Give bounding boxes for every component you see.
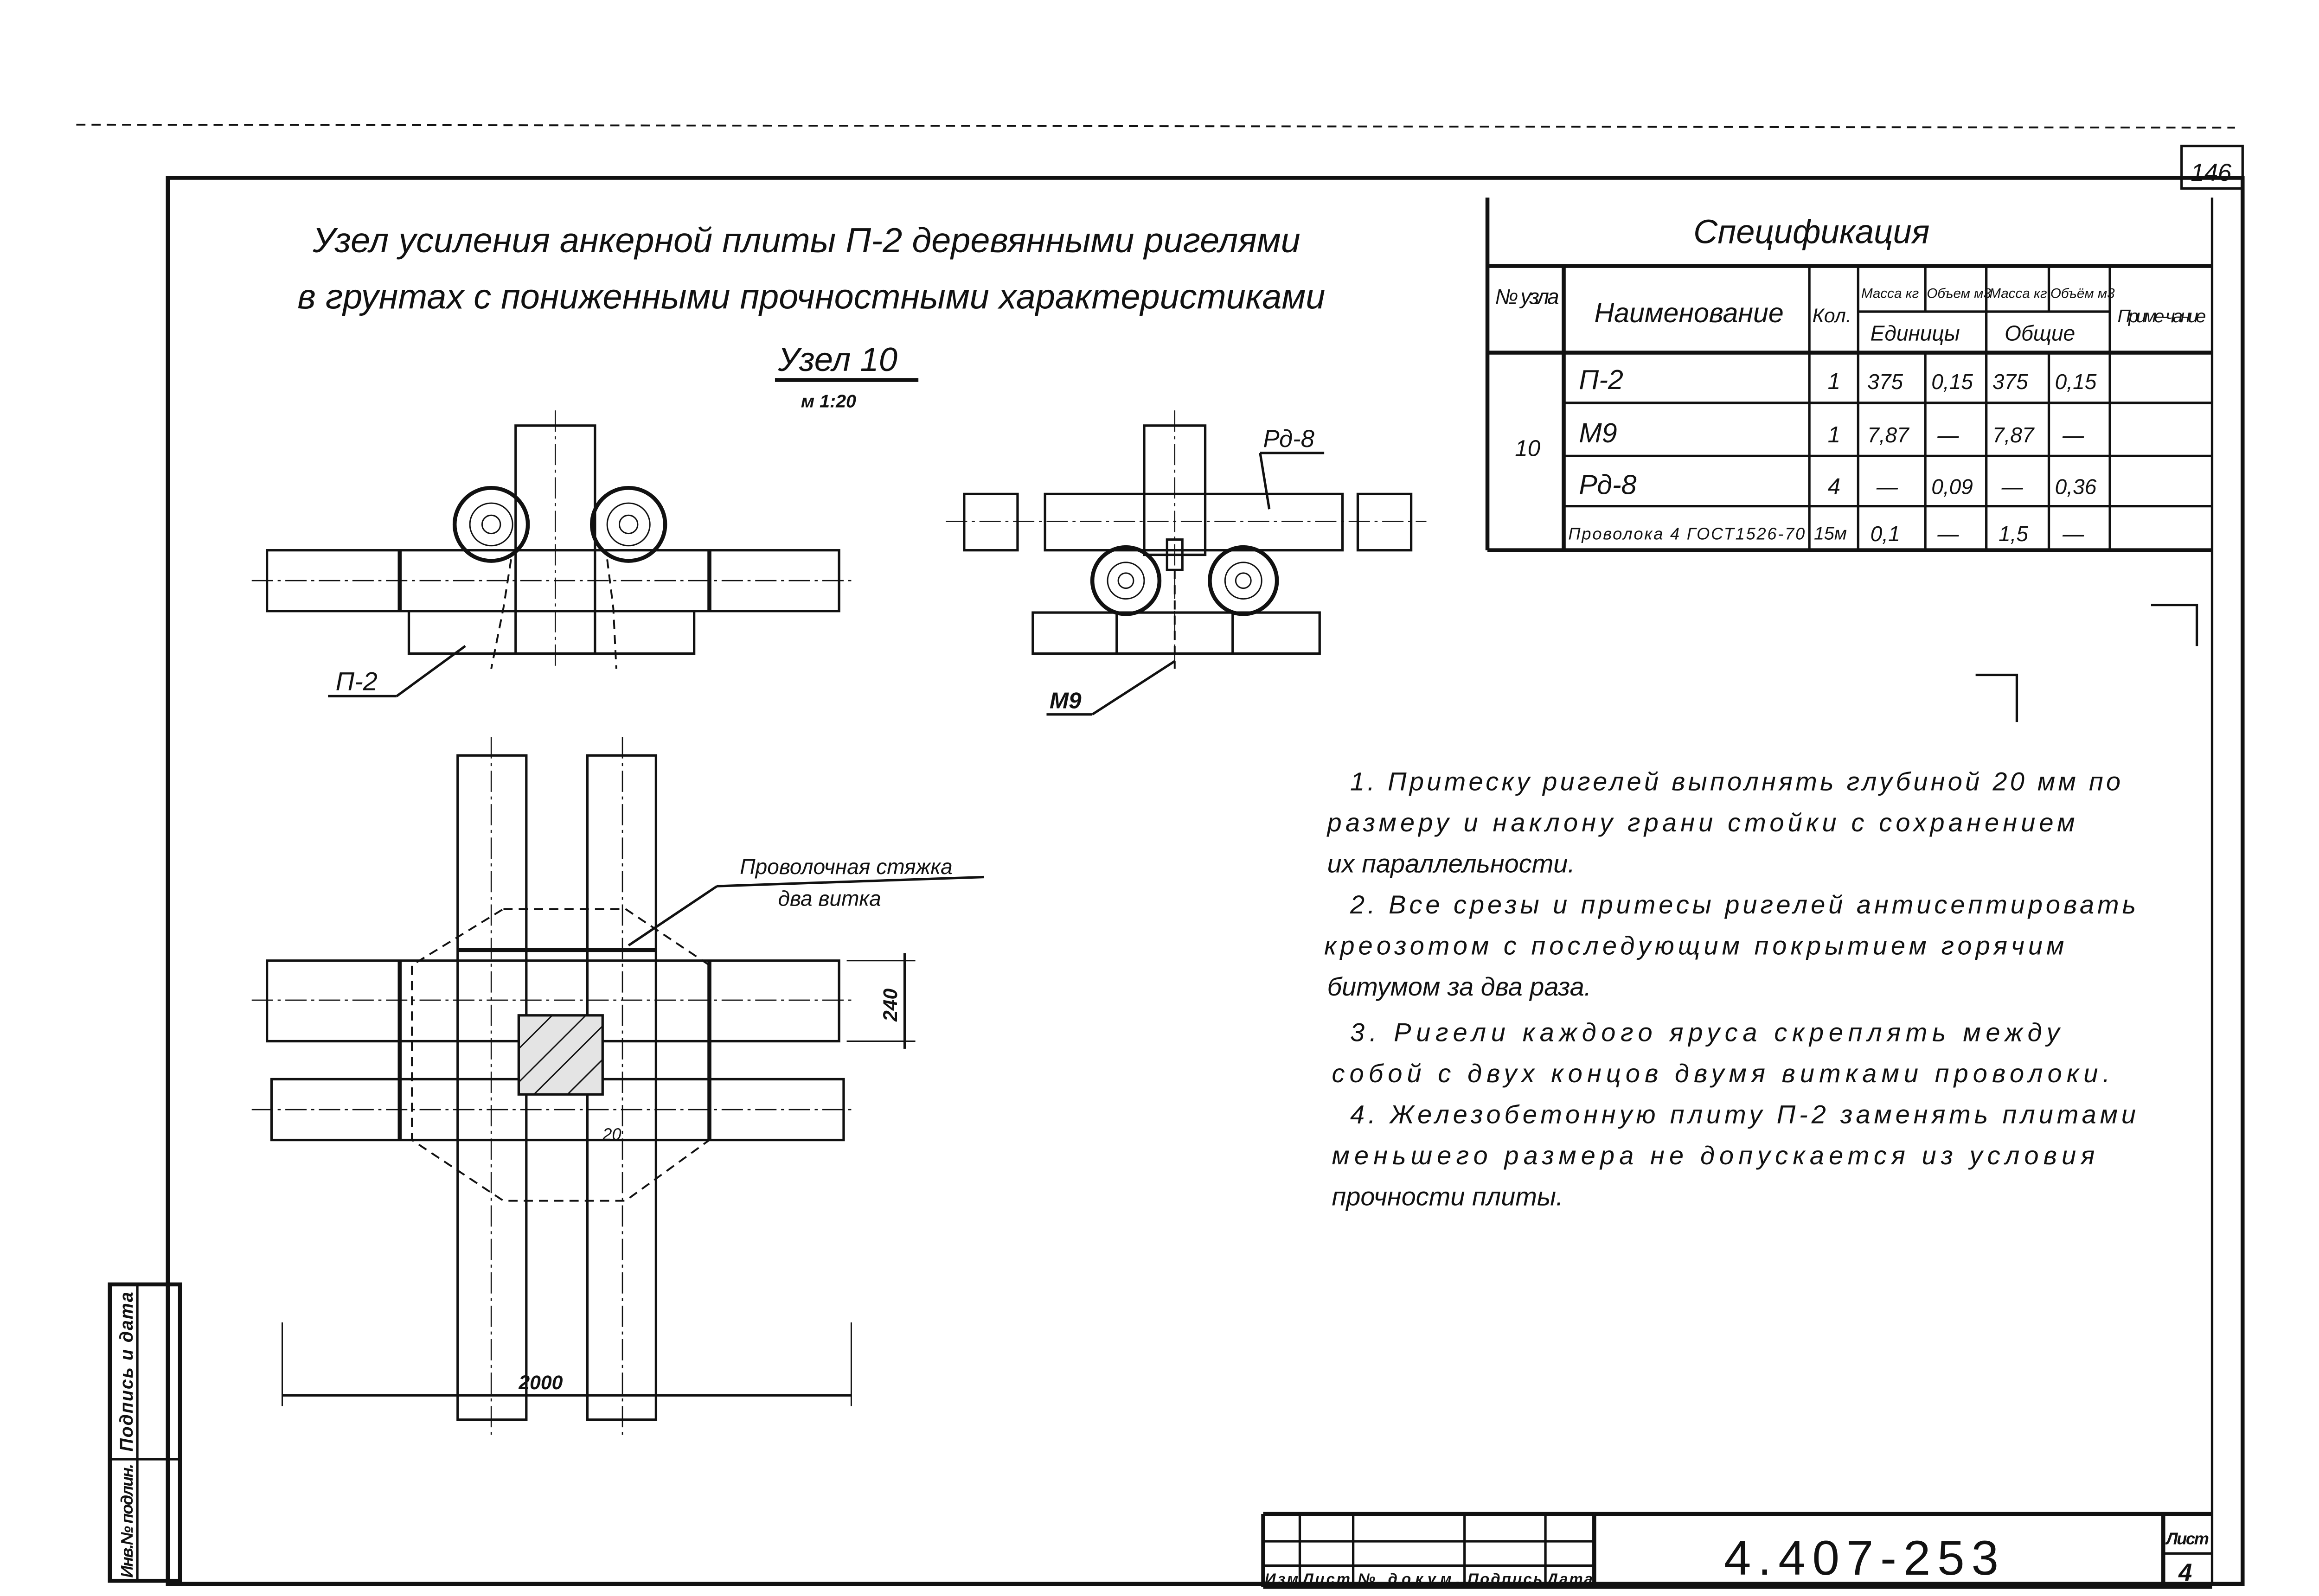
header-total-group: Общие bbox=[2005, 321, 2075, 345]
row-qty: 15м bbox=[1814, 523, 1847, 544]
title-line-1: Узел усиления анкерной плиты П-2 деревян… bbox=[312, 221, 1300, 260]
label-anchor-m9: М9 bbox=[1050, 688, 1082, 714]
sheet-number-box bbox=[2180, 145, 2244, 190]
dim-20: 20 bbox=[602, 1125, 621, 1144]
doc-number: 4.407-253 bbox=[1724, 1531, 1999, 1585]
row-qty: 1 bbox=[1828, 422, 1840, 447]
row-qty: 1 bbox=[1828, 369, 1840, 394]
note-line: креозотом с последующим покрытием горячи… bbox=[1324, 931, 2064, 960]
dim-240: 240 bbox=[879, 989, 902, 1022]
plan-view: Проволочная стяжка два витка 240 20 2000 bbox=[251, 737, 984, 1436]
note-line: размеру и наклону грани стойки с сохране… bbox=[1326, 808, 2075, 837]
row-mass-unit: 7,87 bbox=[1867, 423, 1909, 447]
row-mass-total: 1,5 bbox=[1999, 522, 2028, 546]
row-vol-unit: — bbox=[1937, 522, 1959, 546]
row-name: Рд-8 bbox=[1579, 469, 1636, 500]
note-line: прочности плиты. bbox=[1332, 1182, 1563, 1211]
sheet-label: Лист bbox=[2165, 1529, 2209, 1548]
row-qty: 4 bbox=[1828, 473, 1840, 499]
label-plate-p2: П-2 bbox=[336, 666, 378, 696]
header-vol-unit: Объем м3 bbox=[1927, 286, 1991, 301]
spec-row: Проволока 4 ГОСТ1526-70 15м 0,1 — 1,5 — bbox=[1568, 522, 2084, 546]
elevation-view-left: П-2 bbox=[251, 410, 855, 697]
node-label: Узел 10 bbox=[778, 341, 898, 378]
header-mass-unit: Масса кг bbox=[1861, 286, 1919, 301]
section-view-right: Рд-8 М9 bbox=[946, 410, 1427, 716]
header-name: Наименование bbox=[1594, 297, 1784, 328]
row-vol-total: — bbox=[2062, 522, 2084, 546]
node-scale: м 1:20 bbox=[801, 391, 856, 412]
header-qty: Кол. bbox=[1813, 305, 1851, 327]
tb-col-signature: Подпись bbox=[1467, 1570, 1542, 1587]
label-bolt-rd8: Рд-8 bbox=[1263, 425, 1314, 453]
row-vol-unit: 0,15 bbox=[1931, 370, 1973, 394]
row-mass-total: — bbox=[2001, 474, 2024, 498]
notes: 1. Притеску ригелей выполнять глубиной 2… bbox=[1324, 767, 2136, 1211]
header-mass-total: Масса кг bbox=[1989, 286, 2047, 301]
title-block: Изм Лист № докум. Подпись Дата 4.407-253… bbox=[1261, 1512, 2212, 1589]
tb-col-list: Лист bbox=[1302, 1570, 1350, 1587]
note-line: их параллельности. bbox=[1327, 849, 1575, 878]
corner-mark bbox=[1975, 673, 2018, 722]
row-vol-unit: 0,09 bbox=[1931, 474, 1973, 498]
sheet-value: 4 bbox=[2178, 1559, 2192, 1586]
row-name: П-2 bbox=[1579, 364, 1623, 395]
note-line: 2. Все срезы и притесы ригелей антисепти… bbox=[1350, 890, 2136, 919]
sheet-number-top: 146 bbox=[2191, 159, 2232, 186]
note-line: 3. Ригели каждого яруса скреплять между bbox=[1350, 1018, 2061, 1047]
row-name: Проволока 4 ГОСТ1526-70 bbox=[1568, 524, 1805, 543]
title-line-2: в грунтах с пониженными прочностными хар… bbox=[297, 278, 1325, 317]
header-node-no: № узла bbox=[1495, 285, 1559, 309]
label-wire-tie-1: Проволочная стяжка bbox=[740, 855, 952, 879]
row-name: М9 bbox=[1579, 417, 1617, 448]
label-wire-tie-2: два витка bbox=[778, 887, 881, 911]
row-mass-total: 7,87 bbox=[1992, 423, 2035, 447]
row-vol-total: 0,15 bbox=[2055, 370, 2097, 394]
spec-row: Рд-8 4 — 0,09 — 0,36 bbox=[1579, 469, 2096, 500]
header-note: Приме-чание bbox=[2118, 306, 2206, 326]
spec-row: П-2 1 375 0,15 375 0,15 bbox=[1579, 364, 2096, 395]
spec-title: Спецификация bbox=[1693, 214, 1929, 251]
tb-col-izm: Изм bbox=[1265, 1570, 1298, 1587]
spec-row: М9 1 7,87 — 7,87 — bbox=[1579, 417, 2084, 448]
tb-col-doc: № докум. bbox=[1358, 1570, 1460, 1587]
row-vol-total: — bbox=[2062, 423, 2084, 447]
sheet-frame bbox=[166, 176, 2245, 1586]
note-line: 4. Железобетонную плиту П-2 заменять пли… bbox=[1350, 1100, 2136, 1129]
specification-table: Спецификация № узла Наименование Кол. Ма… bbox=[1485, 198, 2212, 552]
note-line: меньшего размера не допускается из услов… bbox=[1332, 1141, 2095, 1170]
row-mass-unit: — bbox=[1876, 474, 1898, 498]
header-vol-total: Объём м3 bbox=[2050, 286, 2115, 301]
stamp-inv-no: Инв.№ подлин. bbox=[117, 1464, 136, 1578]
row-vol-unit: — bbox=[1937, 423, 1959, 447]
scan-top-line bbox=[76, 123, 2235, 129]
row-mass-unit: 375 bbox=[1867, 370, 1903, 394]
row-mass-total: 375 bbox=[1992, 370, 2028, 394]
dim-2000: 2000 bbox=[518, 1372, 563, 1394]
header-unit-group: Единицы bbox=[1871, 321, 1960, 345]
node-value: 10 bbox=[1515, 436, 1540, 461]
row-vol-total: 0,36 bbox=[2055, 474, 2097, 498]
corner-mark bbox=[2151, 604, 2198, 646]
note-line: 1. Притеску ригелей выполнять глубиной 2… bbox=[1350, 767, 2120, 796]
note-line: собой с двух концов двумя витками провол… bbox=[1332, 1059, 2110, 1088]
stamp-signature-date: Подпись и дата bbox=[116, 1292, 137, 1451]
tb-col-date: Дата bbox=[1545, 1570, 1593, 1587]
row-mass-unit: 0,1 bbox=[1871, 522, 1900, 546]
side-stamp: Подпись и дата Инв.№ подлин. bbox=[108, 1282, 182, 1583]
note-line: битумом за два раза. bbox=[1327, 972, 1592, 1001]
